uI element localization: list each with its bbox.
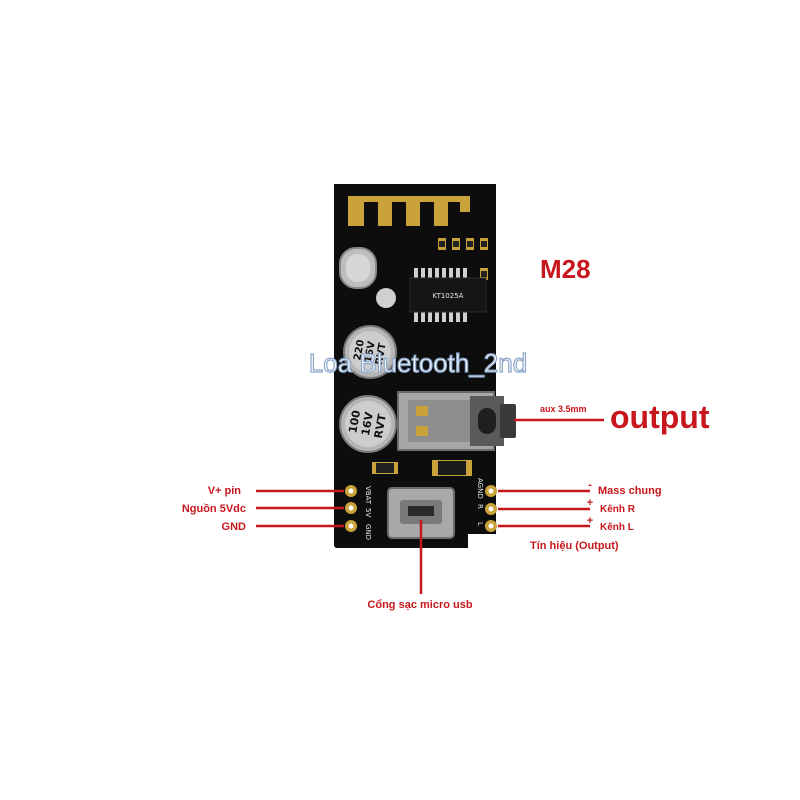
smd-components: [372, 238, 488, 476]
cap-bottom-line3: RVT: [372, 413, 389, 440]
silk-agnd: AGND: [476, 478, 484, 499]
main-chip: KT1025A: [409, 268, 487, 322]
silk-vbat: VBAT: [364, 486, 372, 505]
label-mass-chung: Mass chung: [598, 485, 662, 497]
chip-marking: KT1025A: [433, 292, 464, 300]
silk-5v: 5V: [364, 508, 372, 517]
cap-top-line3: RVT: [374, 342, 389, 366]
silk-l: L: [476, 522, 484, 526]
label-kenh-r: Kênh R: [600, 504, 636, 515]
label-kenh-l: Kênh L: [600, 522, 634, 533]
silkscreen: VBAT 5V GND AGND R L: [364, 478, 484, 540]
silk-r: R: [476, 504, 484, 509]
round-pad: [376, 288, 396, 308]
model-label: M28: [540, 254, 591, 284]
aux-label: aux 3.5mm: [540, 404, 587, 414]
cap-bottom-line1: 100: [346, 409, 363, 434]
micro-usb-port: [387, 487, 455, 539]
label-nguon-5vdc: Nguồn 5Vdc: [182, 503, 246, 515]
pin-mark-minus: -: [588, 479, 592, 491]
label-usb-port: Cổng sạc micro usb: [367, 599, 472, 611]
crystal-oscillator: [339, 247, 377, 289]
cap-top-line1: 220: [352, 339, 366, 362]
capacitor-top: 220 16V RVT: [343, 325, 397, 379]
cap-bottom-line2: 16V: [359, 411, 376, 437]
pointer-lines: [256, 418, 604, 594]
cap-top-line2: 16V: [363, 340, 378, 363]
solder-pads: [345, 485, 497, 532]
label-tin-hieu: Tín hiệu (Output): [530, 540, 619, 552]
pin-mark-plus-r: +: [587, 497, 593, 509]
antenna-trace: [348, 196, 470, 226]
label-v-plus-pin: V+ pin: [208, 485, 242, 497]
pin-mark-plus-l: +: [587, 515, 593, 527]
label-gnd: GND: [222, 521, 247, 533]
output-label: output: [610, 399, 710, 435]
silk-gnd: GND: [364, 524, 372, 540]
capacitor-bottom: 100 16V RVT: [339, 395, 397, 453]
aux-jack: [397, 391, 516, 451]
watermark-text: Loa Bluetooth_2nd: [309, 348, 527, 378]
